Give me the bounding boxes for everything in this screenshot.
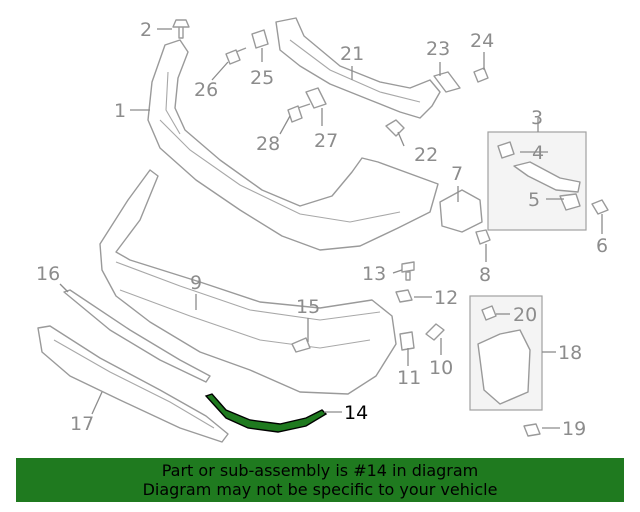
clip-12-part: [395, 289, 413, 303]
parts-box-18: [469, 295, 543, 411]
callout-21: 21: [340, 43, 364, 65]
reinforcement-bar-part: [275, 17, 441, 119]
callout-23: 23: [426, 38, 450, 60]
callout-15: 15: [296, 296, 320, 318]
callout-27: 27: [314, 130, 338, 152]
callout-9: 9: [190, 272, 202, 294]
callout-1: 1: [114, 100, 126, 122]
callout-18: 18: [558, 342, 582, 364]
callout-13: 13: [362, 263, 386, 285]
bracket-27-part: [305, 87, 327, 109]
banner-line-2: Diagram may not be specific to your vehi…: [142, 480, 498, 499]
callout-11: 11: [397, 367, 421, 389]
highlighted-part-14: [204, 393, 328, 433]
bumper-cover-part: [147, 39, 439, 251]
callout-3: 3: [531, 107, 543, 129]
molding-16-part: [63, 289, 211, 383]
bolt-28-part: [287, 103, 311, 123]
bolt-10-part: [425, 323, 445, 341]
bolt-24-part: [473, 67, 489, 83]
callout-7: 7: [451, 163, 463, 185]
callout-10: 10: [429, 357, 453, 379]
lower-valance-part: [99, 169, 397, 395]
callout-8: 8: [479, 264, 491, 286]
fastener-2-part: [172, 19, 190, 39]
callout-12: 12: [434, 287, 458, 309]
callout-2: 2: [140, 19, 152, 41]
bolt-6-part: [591, 199, 609, 215]
clip-11-part: [399, 331, 415, 351]
callout-24: 24: [470, 30, 494, 52]
clip-25-part: [251, 29, 269, 49]
bracket-7-part: [439, 189, 483, 233]
callout-5: 5: [528, 189, 540, 211]
bolt-8-part: [475, 229, 491, 245]
callout-25: 25: [250, 67, 274, 89]
parts-box-3: [487, 131, 587, 231]
screw-13-part: [401, 261, 415, 281]
fastener-19-part: [523, 423, 541, 437]
clip-23-part: [433, 71, 461, 93]
absorber-17-part: [37, 325, 229, 443]
callout-26: 26: [194, 79, 218, 101]
screw-15-part: [291, 337, 311, 353]
callout-16: 16: [36, 263, 60, 285]
banner-line-1: Part or sub-assembly is #14 in diagram: [161, 461, 479, 480]
callout-20: 20: [513, 304, 537, 326]
callout-4: 4: [532, 142, 544, 164]
callout-14: 14: [344, 402, 368, 424]
callout-22: 22: [414, 144, 438, 166]
callout-6: 6: [596, 235, 608, 257]
bolt-26-part: [225, 47, 247, 65]
callout-17: 17: [70, 413, 94, 435]
callout-19: 19: [562, 418, 586, 440]
nut-22-part: [385, 119, 405, 137]
leader-lines: [59, 28, 603, 429]
callout-28: 28: [256, 133, 280, 155]
notice-banner: Part or sub-assembly is #14 in diagram D…: [16, 458, 624, 502]
